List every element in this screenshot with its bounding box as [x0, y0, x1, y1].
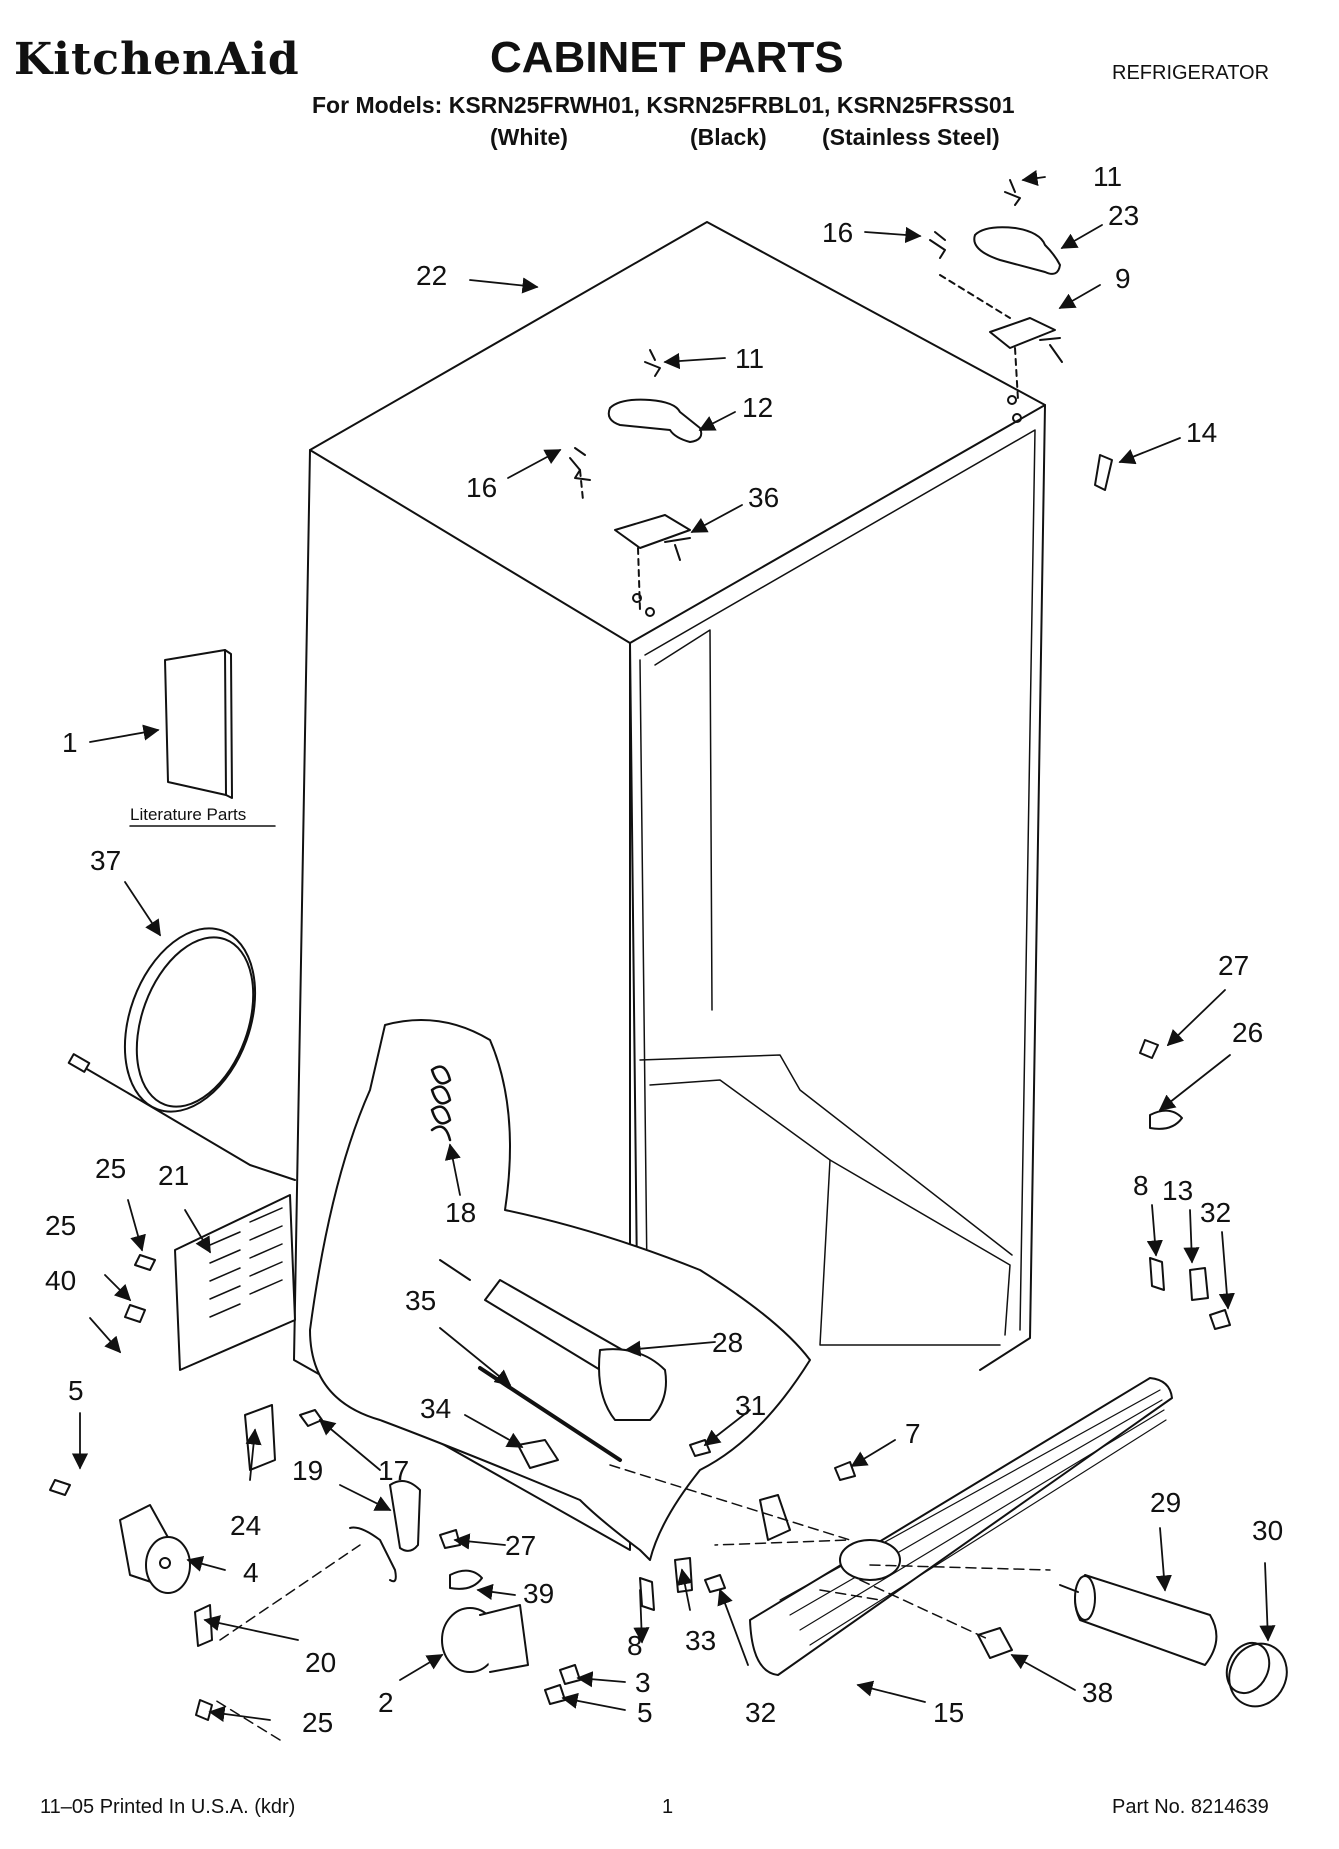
- callout-label: 33: [685, 1625, 716, 1656]
- callout-label: 37: [90, 845, 121, 876]
- callout-label: 5: [637, 1697, 653, 1728]
- callout-label: 4: [243, 1557, 259, 1588]
- callout-label: 14: [1186, 417, 1217, 448]
- rear-roller: [441, 1604, 529, 1673]
- callout-label: 8: [627, 1630, 643, 1661]
- callout-label: 3: [635, 1667, 651, 1698]
- filter-cap: [1225, 1641, 1288, 1708]
- callout-label: 39: [523, 1578, 554, 1609]
- print-info: 11–05 Printed In U.S.A. (kdr): [40, 1796, 296, 1818]
- callout-label: 16: [822, 217, 853, 248]
- callout-label: 7: [905, 1418, 921, 1449]
- callout-label: 21: [158, 1160, 189, 1191]
- callout-label: 2: [378, 1687, 394, 1718]
- cabinet-cutaway: [309, 1019, 811, 1561]
- callout-numbers: 11 23 16 22 9 11 12 14 16 36 1 37 27 26 …: [45, 161, 1283, 1738]
- callout-label: 18: [445, 1197, 476, 1228]
- callout-label: 13: [1162, 1175, 1193, 1206]
- callout-label: 25: [95, 1153, 126, 1184]
- callout-label: 15: [933, 1697, 964, 1728]
- callout-label: 40: [45, 1265, 76, 1296]
- page-title: CABINET PARTS: [490, 33, 844, 82]
- callout-label: 1: [62, 727, 78, 758]
- callout-label: 20: [305, 1647, 336, 1678]
- callout-label: 11: [735, 343, 764, 374]
- variant-black: (Black): [690, 124, 767, 150]
- callout-label: 27: [1218, 950, 1249, 981]
- literature-booklet: [164, 649, 233, 799]
- callout-label: 25: [302, 1707, 333, 1738]
- callout-label: 23: [1108, 200, 1139, 231]
- callout-label: 17: [378, 1455, 409, 1486]
- callout-label: 12: [742, 392, 773, 423]
- models-line: For Models: KSRN25FRWH01, KSRN25FRBL01, …: [312, 92, 1015, 118]
- callout-label: 36: [748, 482, 779, 513]
- callout-label: 31: [735, 1390, 766, 1421]
- appliance-category: REFRIGERATOR: [1112, 62, 1270, 84]
- callout-label: 26: [1232, 1017, 1263, 1048]
- callout-label: 5: [68, 1375, 84, 1406]
- callout-label: 22: [416, 260, 447, 291]
- callout-label: 8: [1133, 1170, 1149, 1201]
- phantom-lines: [214, 1464, 1051, 1741]
- variant-white: (White): [490, 124, 568, 150]
- drain-hose-spring: [430, 1065, 452, 1142]
- literature-label: Literature Parts: [130, 805, 246, 824]
- callout-label: 19: [292, 1455, 323, 1486]
- right-hinge-assembly: [929, 179, 1113, 491]
- callout-label: 24: [230, 1510, 261, 1541]
- front-roller: [119, 1504, 191, 1594]
- upper-hinge-assembly: [569, 349, 703, 617]
- callout-label: 11: [1093, 161, 1122, 192]
- variant-stainless: (Stainless Steel): [822, 124, 1000, 150]
- toe-grille: [749, 1377, 1173, 1676]
- water-filter: [1059, 1574, 1218, 1666]
- back-panel: [174, 1194, 296, 1371]
- callout-label: 27: [505, 1530, 536, 1561]
- callout-label: 32: [745, 1697, 776, 1728]
- callout-label: 34: [420, 1393, 451, 1424]
- water-line: [67, 927, 296, 1181]
- callout-label: 16: [466, 472, 497, 503]
- page-number: 1: [662, 1796, 674, 1818]
- callout-label: 30: [1252, 1515, 1283, 1546]
- callout-label: 28: [712, 1327, 743, 1358]
- part-number: Part No. 8214639: [1112, 1796, 1269, 1818]
- callout-label: 9: [1115, 263, 1131, 294]
- foam-block: [517, 1439, 559, 1469]
- callout-label: 32: [1200, 1197, 1231, 1228]
- callout-label: 25: [45, 1210, 76, 1241]
- brand-logo: KitchenAid: [14, 34, 300, 85]
- leader-lines: [71, 170, 1276, 1722]
- callout-label: 38: [1082, 1677, 1113, 1708]
- callout-label: 29: [1150, 1487, 1181, 1518]
- filter-bypass-plug: [977, 1627, 1013, 1659]
- callout-label: 35: [405, 1285, 436, 1316]
